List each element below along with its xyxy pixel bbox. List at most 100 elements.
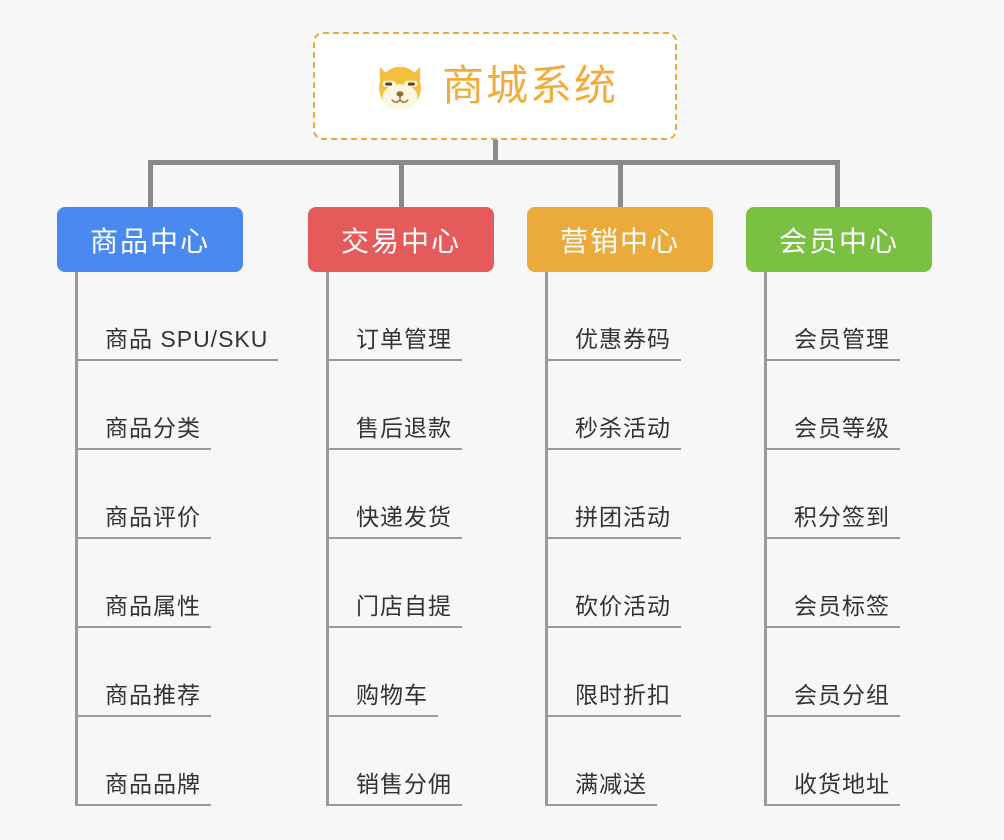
- category-header-label: 交易中心: [340, 225, 461, 257]
- branch-spine: [764, 272, 767, 806]
- list-item[interactable]: 会员分组: [764, 628, 932, 717]
- leaf-underline: [326, 715, 438, 717]
- leaf-underline: [545, 537, 681, 539]
- leaf-label: 收货地址: [794, 771, 890, 797]
- leaf-underline: [75, 537, 211, 539]
- leaf-label: 限时折扣: [575, 682, 671, 708]
- category-header-trade-center[interactable]: 交易中心: [308, 207, 494, 272]
- leaf-list-marketing-center: 优惠券码 秒杀活动 拼团活动 砍价活动 限时折扣 满减送: [545, 272, 713, 806]
- list-item[interactable]: 秒杀活动: [545, 361, 713, 450]
- leaf-underline: [326, 537, 462, 539]
- dog-face-icon: [378, 66, 421, 111]
- list-item[interactable]: 商品 SPU/SKU: [75, 272, 278, 361]
- leaf-underline: [764, 359, 900, 361]
- list-item[interactable]: 会员管理: [764, 272, 932, 361]
- list-item[interactable]: 销售分佣: [326, 717, 494, 806]
- list-item[interactable]: 商品属性: [75, 539, 243, 628]
- list-item[interactable]: 售后退款: [326, 361, 494, 450]
- connector-drop-trade-center: [399, 160, 404, 207]
- leaf-underline: [764, 715, 900, 717]
- leaf-label: 商品属性: [105, 593, 201, 619]
- list-item[interactable]: 商品品牌: [75, 717, 243, 806]
- leaf-underline: [75, 626, 211, 628]
- branch-member-center: 会员中心 会员管理 会员等级 积分签到 会员标签 会员分组: [746, 207, 932, 806]
- list-item[interactable]: 订单管理: [326, 272, 494, 361]
- list-item[interactable]: 商品评价: [75, 450, 243, 539]
- list-item[interactable]: 优惠券码: [545, 272, 713, 361]
- leaf-label: 商品 SPU/SKU: [105, 326, 269, 352]
- leaf-underline: [545, 715, 681, 717]
- branch-product-center: 商品中心 商品 SPU/SKU 商品分类 商品评价 商品属性 商品推荐: [57, 207, 278, 806]
- leaf-label: 满减送: [575, 771, 647, 797]
- leaf-list-member-center: 会员管理 会员等级 积分签到 会员标签 会员分组 收货地址: [764, 272, 932, 806]
- leaf-underline: [75, 715, 211, 717]
- category-header-label: 会员中心: [778, 225, 899, 257]
- leaf-underline: [764, 804, 900, 806]
- list-item[interactable]: 门店自提: [326, 539, 494, 628]
- list-item[interactable]: 商品推荐: [75, 628, 243, 717]
- connector-drop-marketing-center: [618, 160, 623, 207]
- leaf-underline: [75, 448, 211, 450]
- leaf-label: 优惠券码: [575, 326, 671, 352]
- root-node-shopping-mall-system[interactable]: 商城系统: [313, 32, 677, 140]
- list-item[interactable]: 满减送: [545, 717, 713, 806]
- leaf-label: 订单管理: [356, 326, 452, 352]
- leaf-label: 购物车: [356, 682, 428, 708]
- leaf-underline: [75, 359, 278, 361]
- connector-drop-product-center: [148, 160, 153, 207]
- branch-spine: [75, 272, 78, 806]
- leaf-underline: [764, 537, 900, 539]
- leaf-underline: [545, 359, 681, 361]
- branch-trade-center: 交易中心 订单管理 售后退款 快递发货 门店自提 购物车: [308, 207, 494, 806]
- connector-drop-member-center: [835, 160, 840, 207]
- list-item[interactable]: 会员等级: [764, 361, 932, 450]
- leaf-underline: [764, 626, 900, 628]
- leaf-label: 商品评价: [105, 504, 201, 530]
- leaf-label: 拼团活动: [575, 504, 671, 530]
- category-header-label: 营销中心: [559, 225, 680, 257]
- leaf-underline: [326, 359, 462, 361]
- branch-spine: [545, 272, 548, 806]
- connector-horizontal-bus: [148, 160, 840, 165]
- list-item[interactable]: 收货地址: [764, 717, 932, 806]
- leaf-list-trade-center: 订单管理 售后退款 快递发货 门店自提 购物车 销售分佣: [326, 272, 494, 806]
- list-item[interactable]: 快递发货: [326, 450, 494, 539]
- leaf-label: 快递发货: [356, 504, 452, 530]
- leaf-label: 砍价活动: [575, 593, 671, 619]
- leaf-label: 秒杀活动: [575, 415, 671, 441]
- leaf-label: 积分签到: [794, 504, 890, 530]
- root-node-title: 商城系统: [441, 62, 618, 109]
- leaf-underline: [75, 804, 211, 806]
- list-item[interactable]: 商品分类: [75, 361, 243, 450]
- category-header-member-center[interactable]: 会员中心: [746, 207, 932, 272]
- list-item[interactable]: 会员标签: [764, 539, 932, 628]
- leaf-underline: [545, 626, 681, 628]
- leaf-underline: [764, 448, 900, 450]
- connector-root-stem: [493, 140, 498, 162]
- leaf-list-product-center: 商品 SPU/SKU 商品分类 商品评价 商品属性 商品推荐 商品品牌: [75, 272, 278, 806]
- leaf-label: 门店自提: [356, 593, 452, 619]
- leaf-label: 售后退款: [356, 415, 452, 441]
- list-item[interactable]: 购物车: [326, 628, 494, 717]
- list-item[interactable]: 积分签到: [764, 450, 932, 539]
- category-header-product-center[interactable]: 商品中心: [57, 207, 243, 272]
- leaf-label: 商品推荐: [105, 682, 201, 708]
- list-item[interactable]: 限时折扣: [545, 628, 713, 717]
- category-header-label: 商品中心: [89, 225, 210, 257]
- leaf-underline: [326, 804, 462, 806]
- leaf-label: 商品品牌: [105, 771, 201, 797]
- leaf-underline: [326, 626, 462, 628]
- leaf-label: 会员管理: [794, 326, 890, 352]
- leaf-label: 销售分佣: [356, 771, 452, 797]
- branch-marketing-center: 营销中心 优惠券码 秒杀活动 拼团活动 砍价活动 限时折扣: [527, 207, 713, 806]
- leaf-label: 会员分组: [794, 682, 890, 708]
- leaf-underline: [545, 804, 657, 806]
- leaf-underline: [326, 448, 462, 450]
- list-item[interactable]: 砍价活动: [545, 539, 713, 628]
- list-item[interactable]: 拼团活动: [545, 450, 713, 539]
- leaf-label: 会员等级: [794, 415, 890, 441]
- leaf-underline: [545, 448, 681, 450]
- leaf-label: 商品分类: [105, 415, 201, 441]
- category-header-marketing-center[interactable]: 营销中心: [527, 207, 713, 272]
